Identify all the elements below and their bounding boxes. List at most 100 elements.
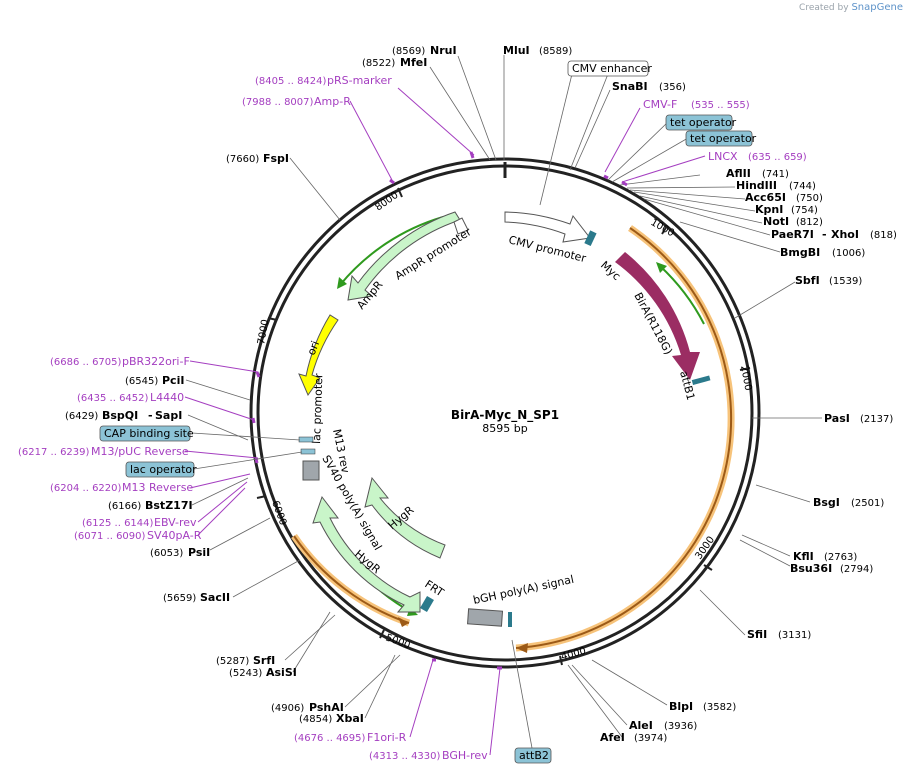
box-cap-binding-site: CAP binding site — [104, 427, 194, 440]
bgh-polya-block — [467, 608, 504, 627]
site-alei: AleI — [629, 719, 653, 732]
site-afei-pos: (3974) — [634, 733, 667, 744]
site-pasi-pos: (2137) — [860, 414, 893, 425]
credit-prefix: Created by — [799, 3, 849, 13]
site-pshai-pos: (4906) — [271, 703, 304, 714]
bira-arrow — [615, 252, 700, 380]
site-paer7i: PaeR7I — [771, 228, 814, 241]
credit-brand: SnapGene — [851, 2, 903, 13]
hygr-arrow-2 — [312, 495, 421, 613]
primer-sv40pa-r: SV40pA-R — [147, 529, 202, 542]
myc-block — [584, 230, 597, 247]
site-kfli-pos: (2763) — [824, 552, 857, 563]
site-acc65i: Acc65I — [745, 191, 786, 204]
site-xhoi: XhoI — [831, 228, 859, 241]
site-pasi: PasI — [824, 412, 850, 425]
cap-site-block — [298, 436, 314, 443]
frt-block — [420, 595, 434, 613]
attb2-block — [508, 612, 512, 627]
plasmid-name: BirA-Myc_N_SP1 — [451, 408, 559, 423]
tick-7000: 7000 — [256, 319, 271, 346]
site-sbfi: SbfI — [795, 274, 820, 287]
site-sacii-pos: (5659) — [163, 593, 196, 604]
site-psii: PsiI — [188, 546, 210, 559]
primer-cmv-f: CMV-F — [643, 98, 677, 111]
site-hindiii-pos: (744) — [789, 181, 816, 192]
label-bgh-polya: bGH poly(A) signal — [472, 573, 575, 607]
site-pcii-pos: (6545) — [125, 376, 158, 387]
site-srfi-pos: (5287) — [216, 656, 249, 667]
primer-prs-marker-pos: (8405 .. 8424) — [255, 76, 327, 87]
primer-lines — [184, 87, 706, 756]
site-xhoi-pos: (818) — [870, 230, 897, 241]
snapgene-credit: Created by SnapGene — [799, 2, 903, 13]
primer-lncx-pos: (635 .. 659) — [748, 152, 807, 163]
site-bsu36i-pos: (2794) — [840, 564, 873, 575]
primer-labels: pRS-marker (8405 .. 8424) Amp-R (7988 ..… — [18, 74, 807, 762]
orange-bands — [291, 225, 735, 653]
site-bsgi: BsgI — [813, 496, 840, 509]
site-fspi-pos: (7660) — [226, 154, 259, 165]
primer-ebv-rev: EBV-rev — [154, 516, 197, 529]
site-prui-pos: (8569) — [392, 46, 425, 57]
primer-f1ori-r: F1ori-R — [367, 731, 407, 744]
site-bsu36i: Bsu36I — [790, 562, 832, 575]
box-leaders — [191, 73, 689, 749]
primer-bgh-rev: BGH-rev — [442, 749, 488, 762]
box-tet-operator-2: tet operator — [690, 132, 757, 145]
primer-bgh-rev-pos: (4313 .. 4330) — [369, 751, 441, 762]
leader-lines — [185, 55, 822, 738]
site-snabi: SnaBI — [612, 80, 648, 93]
site-noti: NotI — [763, 215, 789, 228]
primer-lncx: LNCX — [708, 150, 738, 163]
site-xbai-pos: (4854) — [299, 714, 332, 725]
site-noti-pos: (812) — [796, 217, 823, 228]
primer-pbr322ori-f: pBR322ori-F — [122, 355, 190, 368]
ori-arrow — [298, 314, 339, 397]
site-bspqi: BspQI — [102, 409, 138, 422]
label-ampr-promoter: AmpR promoter — [393, 225, 474, 283]
site-xbai: XbaI — [336, 712, 364, 725]
box-cmv-enhancer: CMV enhancer — [572, 62, 652, 75]
primer-l4440-pos: (6435 .. 6452) — [77, 393, 149, 404]
site-blpi-pos: (3582) — [703, 702, 736, 713]
site-bsgi-pos: (2501) — [851, 498, 884, 509]
primer-ebv-rev-pos: (6125 .. 6144) — [82, 518, 154, 529]
label-ori: ori — [305, 339, 322, 357]
box-attb2: attB2 — [519, 749, 549, 762]
site-blpi: BlpI — [669, 700, 693, 713]
site-kfli: KflI — [793, 550, 814, 563]
site-aflii: AflII — [726, 167, 751, 180]
site-sacii: SacII — [200, 591, 230, 604]
site-psii-pos: (6053) — [150, 548, 183, 559]
site-sbfi-pos: (1539) — [829, 276, 862, 287]
site-pshai: PshAI — [309, 701, 344, 714]
site-fspi: FspI — [263, 152, 289, 165]
site-bstz17i-pos: (6166) — [108, 501, 141, 512]
primer-amp-r: Amp-R — [314, 95, 351, 108]
primer-l4440: L4440 — [150, 391, 184, 404]
ampr-promoter-arrow — [453, 217, 469, 235]
site-kpni-pos: (754) — [791, 205, 818, 216]
backbone — [249, 157, 761, 669]
site-mlui-pos: (8589) — [539, 46, 572, 57]
tick-2000: 2000 — [738, 365, 753, 392]
primer-f1ori-r-pos: (4676 .. 4695) — [294, 733, 366, 744]
primer-m13-puc-reverse-pos: (6217 .. 6239) — [18, 447, 90, 458]
cmv-promoter-arrow — [504, 211, 591, 243]
primer-m13-reverse: M13 Reverse — [122, 481, 193, 494]
site-bspqi-pos: (6429) — [65, 411, 98, 422]
site-asisi-pos: (5243) — [229, 668, 262, 679]
site-mfei-pos: (8522) — [362, 58, 395, 69]
primer-m13-reverse-pos: (6204 .. 6220) — [50, 483, 122, 494]
site-prui: NruI — [430, 44, 457, 57]
site-pcii: PciI — [162, 374, 184, 387]
site-bmgbi: BmgBI — [780, 246, 820, 259]
primer-m13-puc-reverse: M13/pUC Reverse — [91, 445, 189, 458]
site-sfii-pos: (3131) — [778, 630, 811, 641]
sv40-polya-block — [302, 460, 320, 481]
tick-5000: 5000 — [384, 632, 412, 651]
site-xhoi-dash: - — [822, 228, 827, 241]
site-mfei: MfeI — [400, 56, 427, 69]
